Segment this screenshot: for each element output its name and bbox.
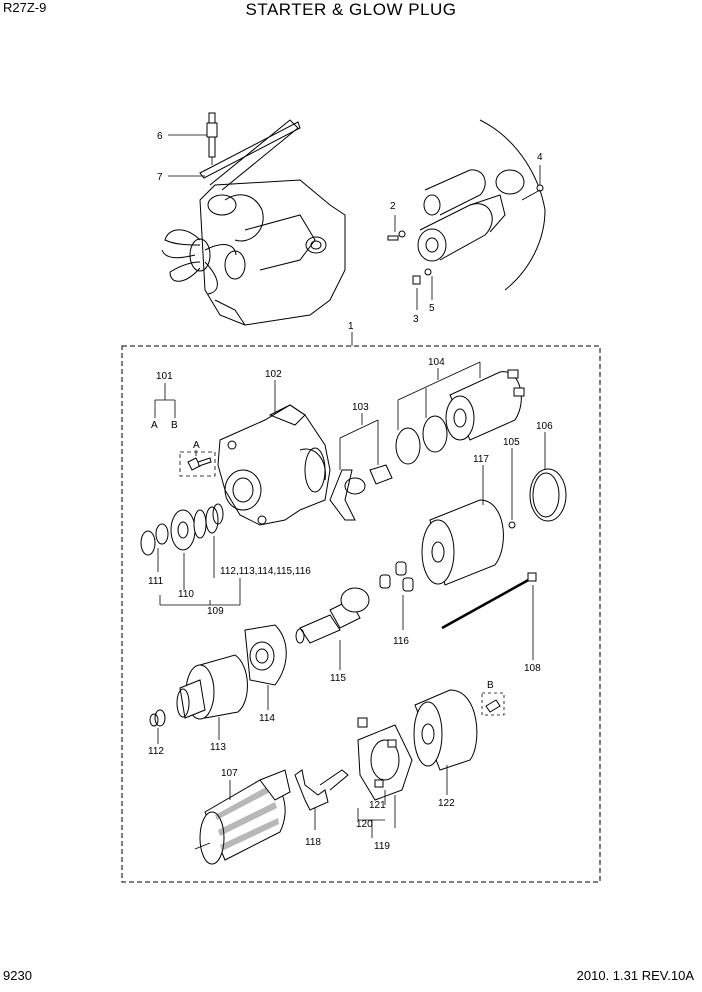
bolt-a-detail [179, 450, 216, 477]
solenoid-104 [395, 361, 525, 465]
callout-115: 115 [330, 673, 346, 684]
callout-104: 104 [428, 357, 445, 368]
pinion-shaft-115 [295, 587, 370, 670]
callout-106: 106 [536, 421, 553, 432]
glow-plug-illustration [206, 112, 218, 165]
pinion-gear-110 [140, 503, 241, 606]
drive-housing-102 [217, 380, 331, 526]
band-106 [529, 432, 567, 522]
callout-117: 117 [473, 454, 489, 465]
callout-5: 5 [429, 303, 435, 314]
callout-119: 119 [374, 841, 390, 852]
callout-4: 4 [537, 152, 543, 163]
callout-107: 107 [221, 768, 238, 779]
callout-121: 121 [369, 800, 386, 811]
rollers-116 [379, 561, 414, 630]
callout-101-bracket [154, 383, 176, 418]
callout-2: 2 [390, 201, 396, 212]
fan-illustration [161, 229, 237, 295]
callout-116: 116 [393, 636, 409, 647]
callout-6: 6 [157, 131, 163, 142]
lever-103 [329, 413, 393, 521]
callout-113: 113 [210, 742, 226, 753]
through-bolt-108 [441, 572, 537, 660]
callout-7: 7 [157, 172, 163, 183]
callout-109: 109 [207, 606, 224, 617]
callout-122: 122 [438, 798, 455, 809]
callout-103: 103 [352, 402, 369, 413]
snap-ring-112 [149, 709, 166, 744]
page-date-revision: 2010. 1.31 REV.10A [576, 968, 694, 983]
brush-holder-119 [357, 717, 413, 838]
page-title: STARTER & GLOW PLUG [245, 0, 457, 19]
page-number: 9230 [3, 968, 32, 983]
callout-110: 110 [178, 589, 194, 600]
brush-spring-118 [294, 769, 349, 830]
engine-overview-illustration [161, 112, 346, 326]
internal-gear-113 [176, 654, 248, 740]
callout-b-detail: B [487, 680, 494, 691]
callout-3: 3 [413, 314, 419, 325]
callout-112-116: 112,113,114,115,116 [220, 566, 311, 577]
callout-1: 1 [348, 321, 354, 332]
rear-cover-122 [413, 689, 478, 795]
callout-a-detail: A [193, 440, 200, 451]
callout-101-a: A [151, 420, 158, 431]
callout-112: 112 [148, 746, 164, 757]
callout-101: 101 [156, 371, 173, 382]
callout-101-b: B [171, 420, 178, 431]
callout-102: 102 [265, 369, 282, 380]
starter-assembly-illustration [387, 119, 546, 310]
callout-118: 118 [305, 837, 321, 848]
callout-114: 114 [259, 713, 275, 724]
page-id: R27Z-9 [3, 0, 47, 15]
assembly-frame [121, 345, 601, 883]
yoke-117 [421, 465, 504, 586]
callout-120: 120 [356, 819, 373, 830]
armature-107 [194, 769, 291, 865]
callout-105: 105 [503, 437, 520, 448]
callout-111: 111 [148, 576, 164, 587]
screw-b-detail [481, 692, 505, 716]
plate-114 [244, 624, 287, 710]
callout-108: 108 [524, 663, 541, 674]
ball-105 [508, 521, 516, 529]
